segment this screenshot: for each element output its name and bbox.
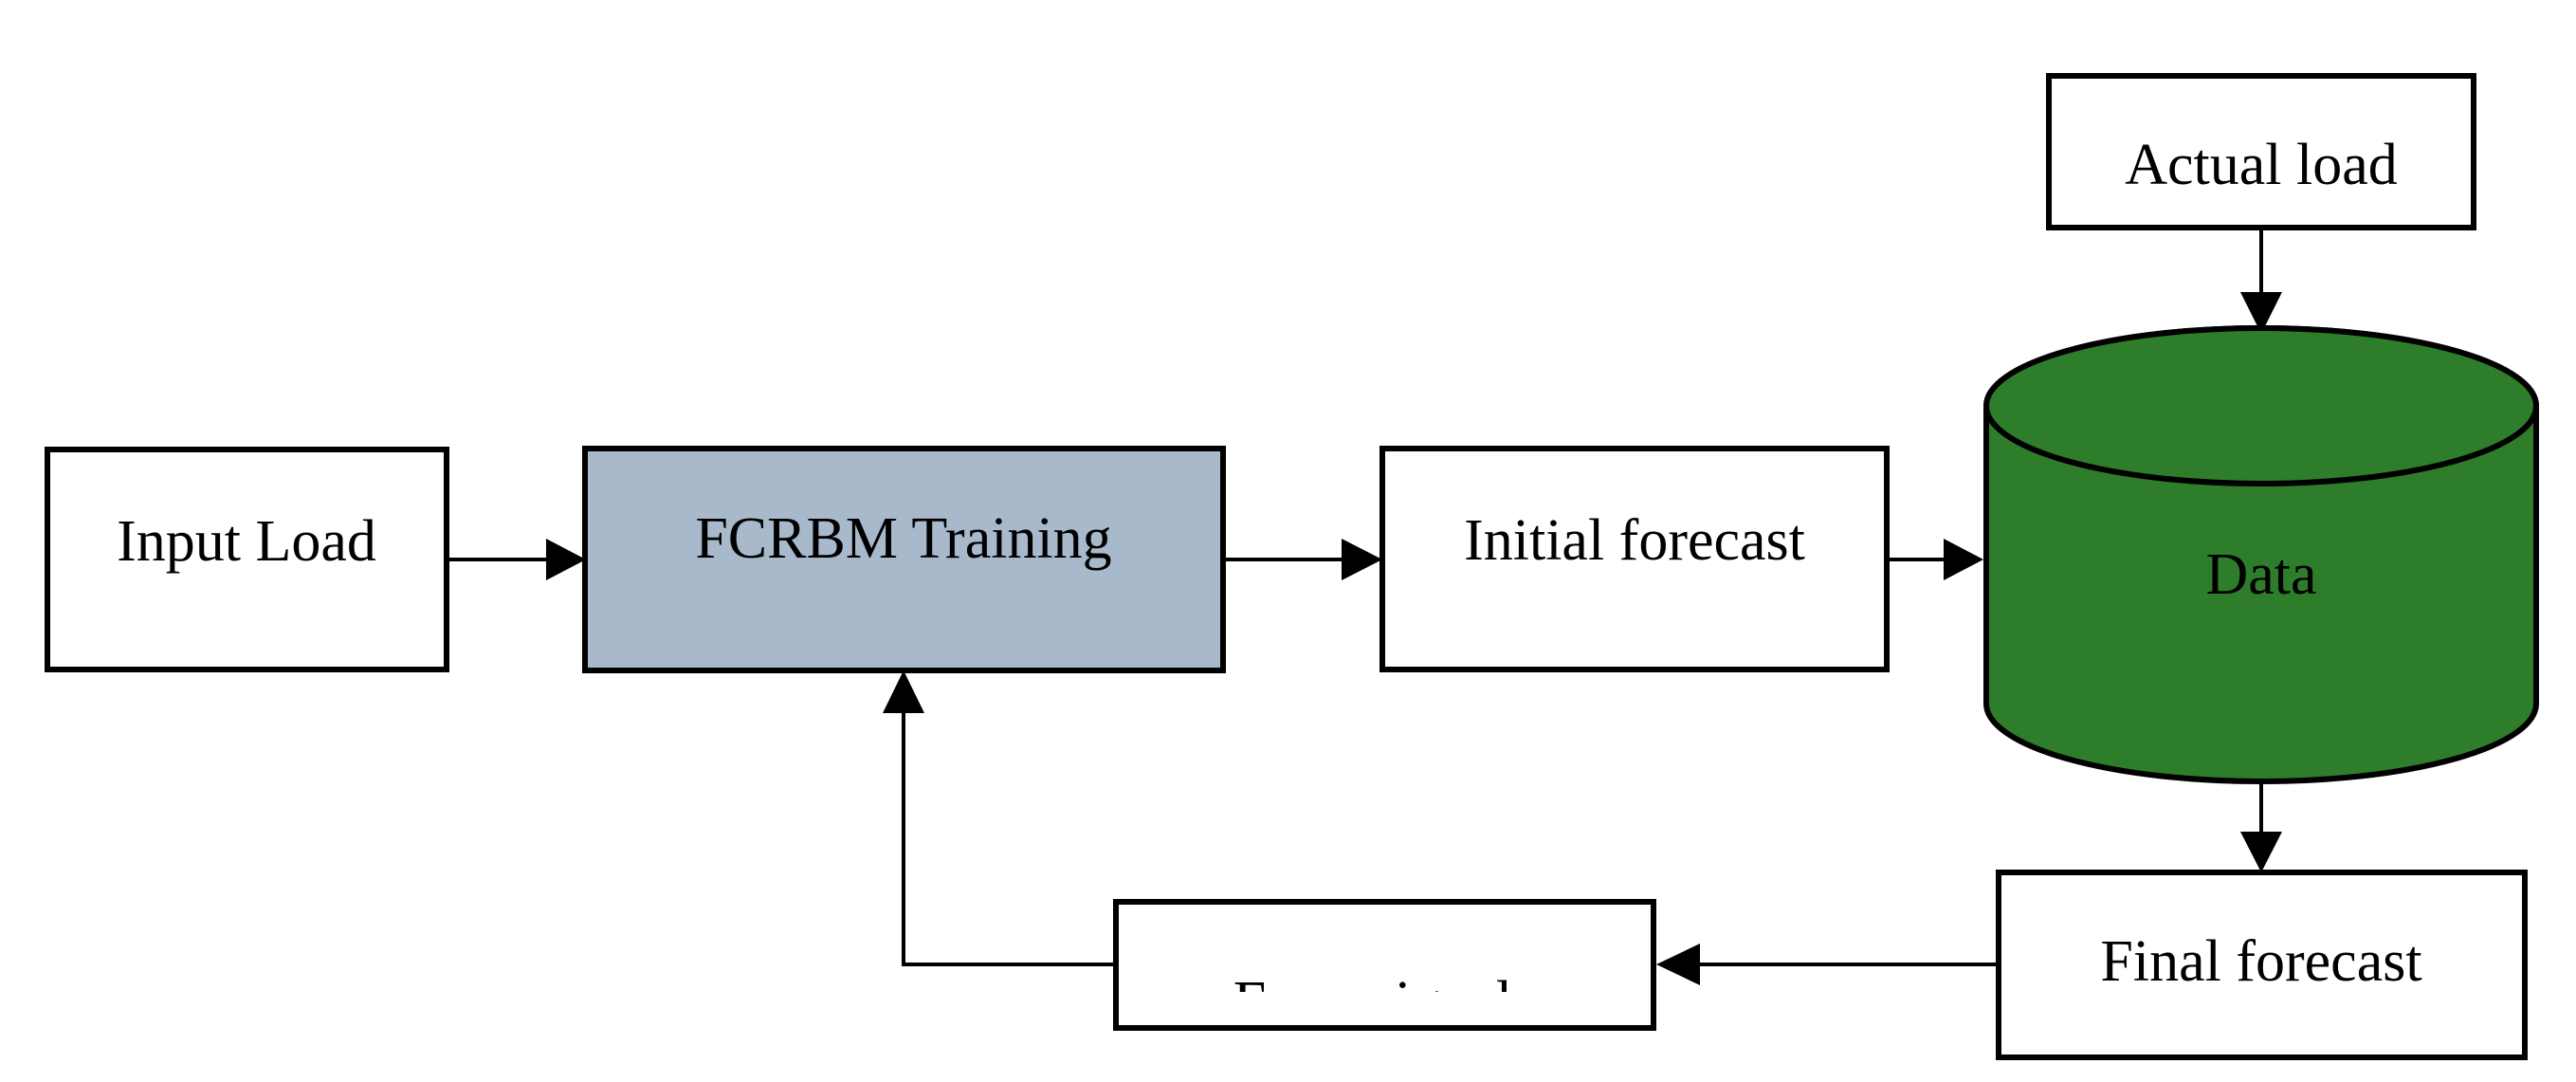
- edge-final-to-error: [1656, 944, 1996, 985]
- node-actual-load-label: Actual load: [2125, 133, 2398, 197]
- edge-input-to-training: [447, 539, 586, 580]
- node-actual-load: Actual load: [2046, 73, 2476, 230]
- node-error-signals-label: Error signals: [1233, 970, 1536, 1035]
- node-error-signals: Error signals: [1113, 899, 1656, 1035]
- node-data-label: Data: [2205, 542, 2316, 607]
- edge-actual-to-data: [2240, 229, 2282, 334]
- node-fcrbm-training-label: FCRBM Training: [695, 506, 1111, 571]
- edge-training-to-initial: [1223, 539, 1382, 580]
- node-input-load: Input Load: [45, 447, 449, 672]
- edge-initial-to-data: [1887, 539, 1983, 580]
- node-data: Data: [1983, 325, 2539, 784]
- node-final-forecast: Final forecast: [1996, 870, 2528, 1060]
- edge-data-to-final: [2240, 782, 2282, 872]
- edge-error-to-training: [883, 670, 1116, 966]
- node-fcrbm-training: FCRBM Training: [582, 446, 1226, 673]
- node-final-forecast-label: Final forecast: [2100, 929, 2421, 994]
- node-initial-forecast-label: Initial forecast: [1464, 508, 1805, 573]
- node-input-load-label: Input Load: [117, 509, 376, 574]
- node-initial-forecast: Initial forecast: [1379, 446, 1890, 672]
